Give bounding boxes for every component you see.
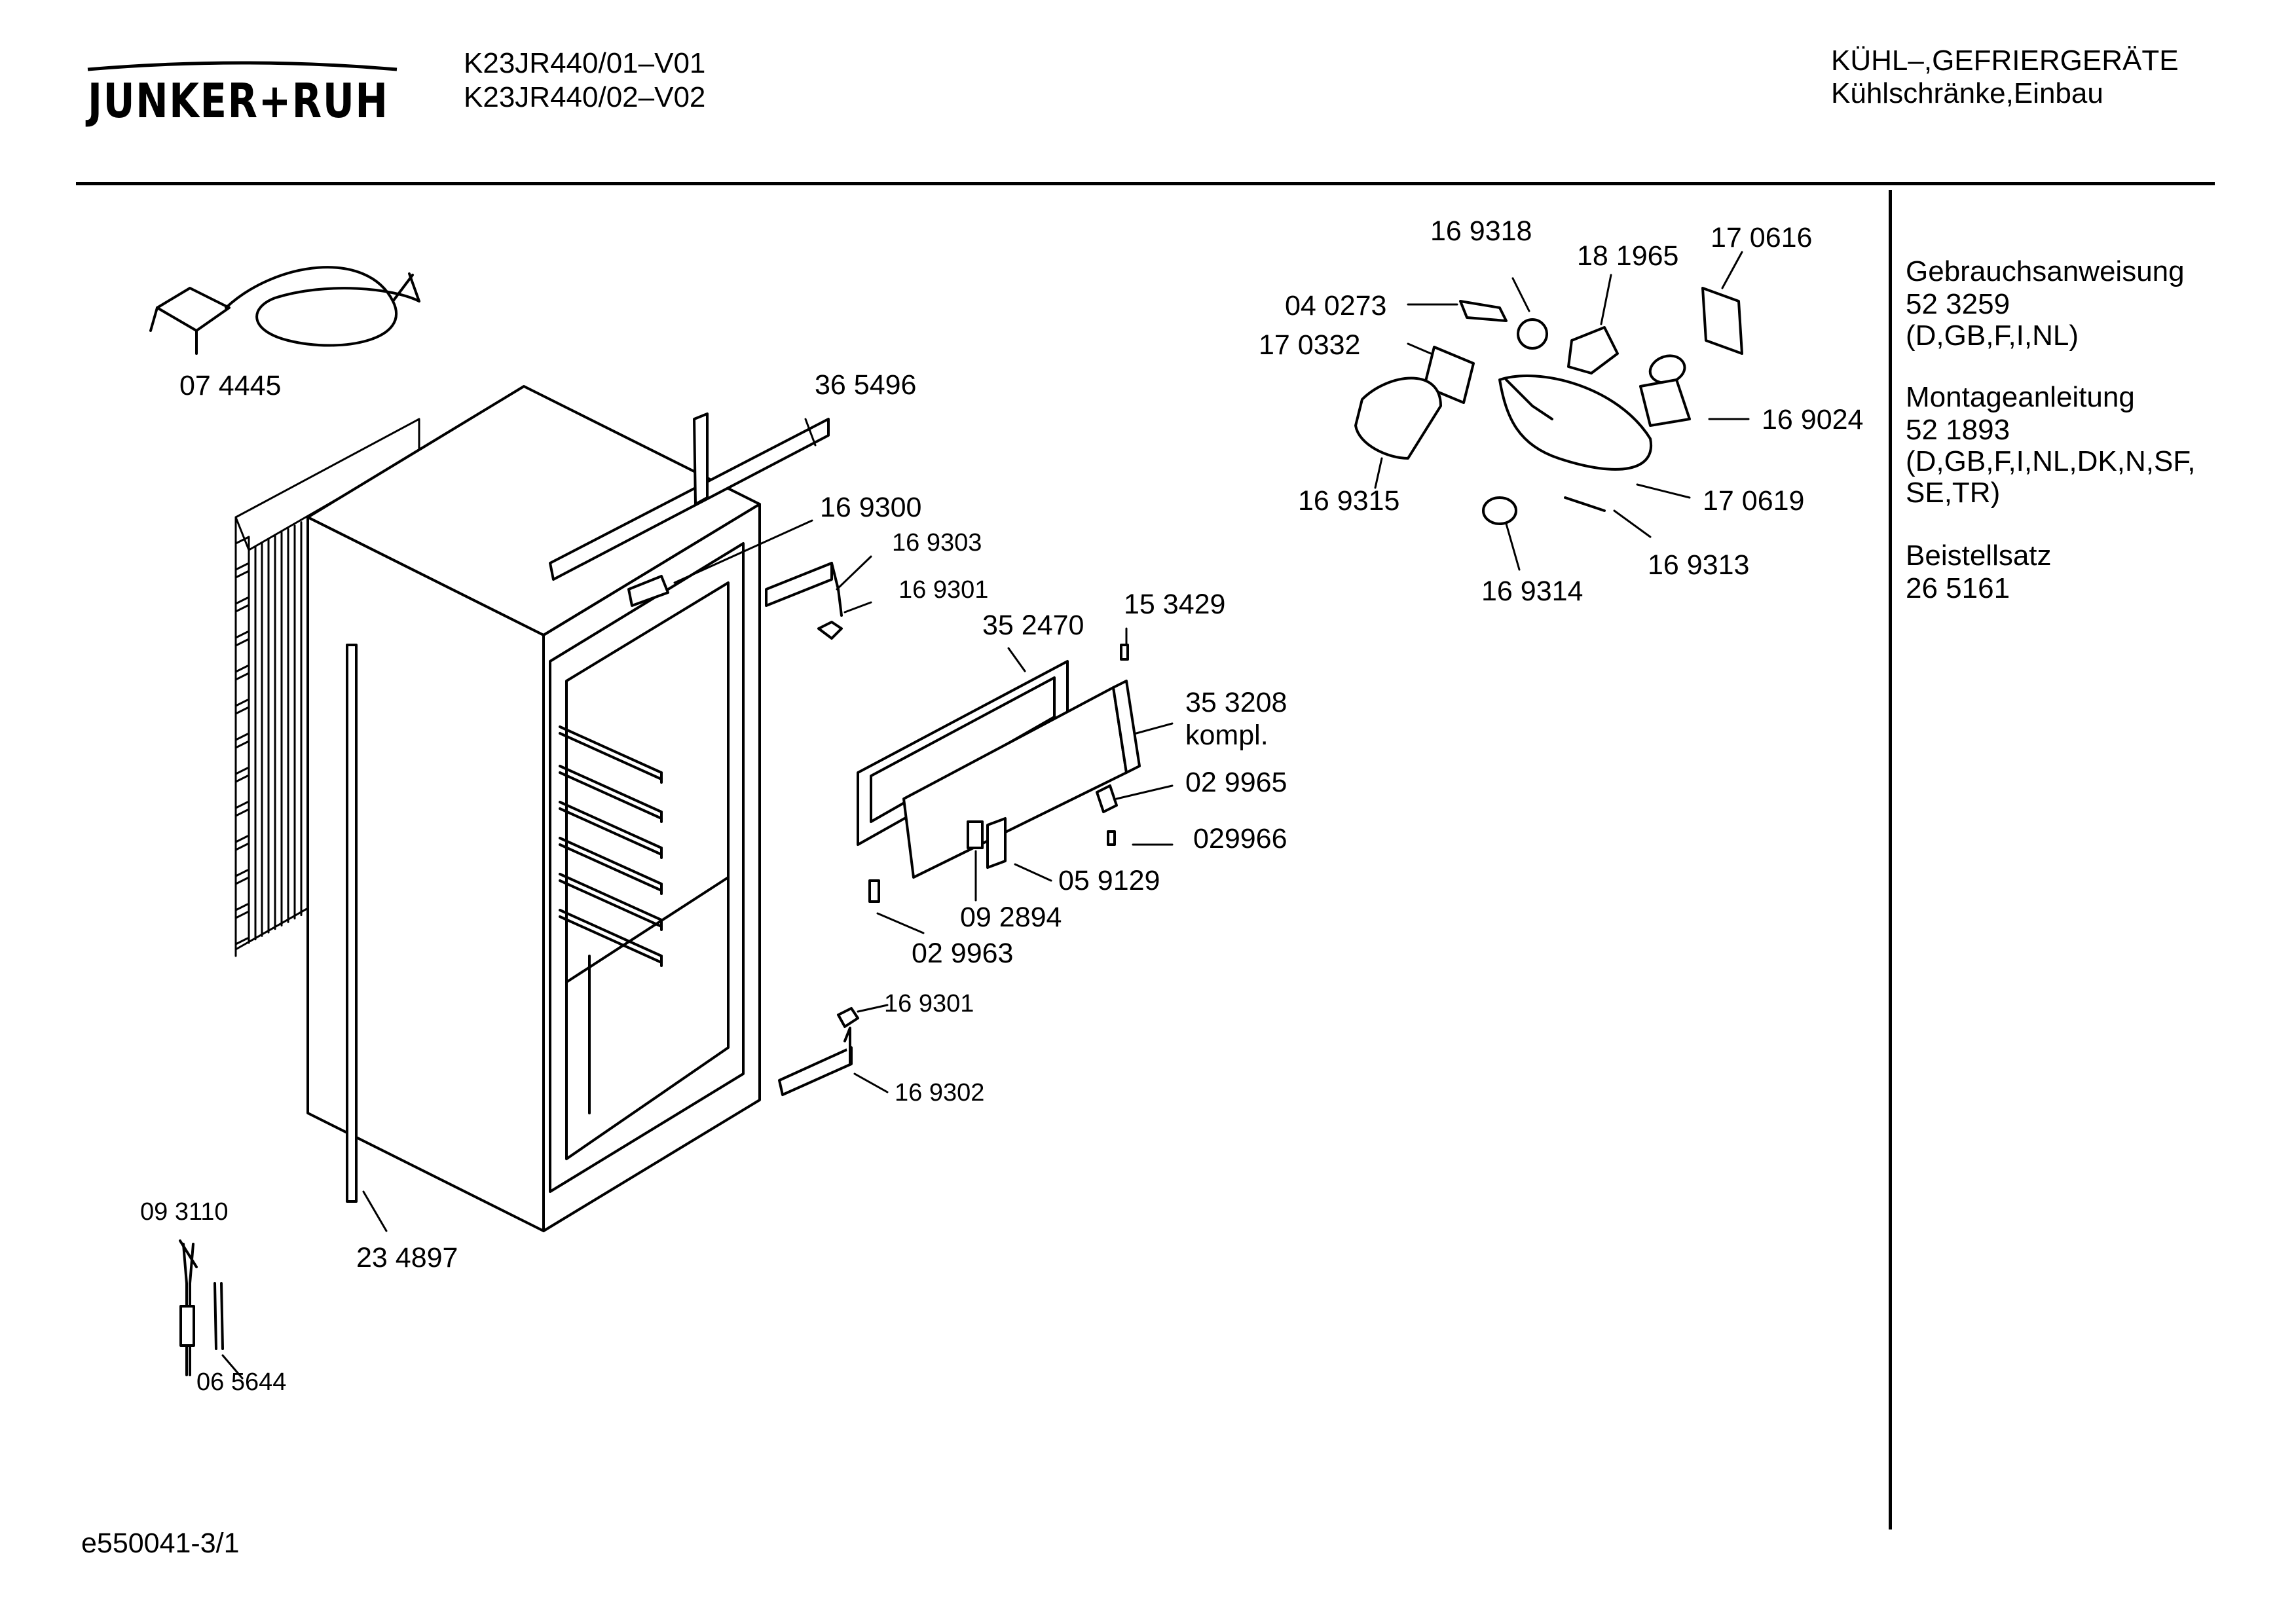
part-label: 06 5644 <box>196 1368 287 1396</box>
shelf <box>559 765 663 823</box>
sidebar-divider <box>1889 190 1892 1530</box>
header-divider <box>76 182 2215 185</box>
part-label: 16 9313 <box>1648 549 1750 581</box>
part-label: 35 3208 <box>1185 687 1287 718</box>
installation-title: Montageanleitung <box>1906 381 2135 413</box>
brand-logo-swoosh <box>87 61 398 71</box>
part-label: 02 9963 <box>912 938 1014 969</box>
heater-wires-drawing <box>179 1239 224 1376</box>
manual-title: Gebrauchsanweisung <box>1906 255 2185 287</box>
part-label: 16 9303 <box>892 529 982 557</box>
part-label: 16 9301 <box>898 576 989 604</box>
installation-languages-2: SE,TR) <box>1906 477 2001 509</box>
part-label: 17 0616 <box>1711 222 1813 253</box>
part-label: 09 2894 <box>960 902 1062 933</box>
shelf <box>559 725 663 784</box>
part-label: 029966 <box>1193 823 1287 854</box>
part-label: 16 9318 <box>1430 215 1532 247</box>
part-label: 09 3110 <box>140 1198 229 1226</box>
top-rail-drawing <box>549 412 830 607</box>
part-label: 15 3429 <box>1124 589 1226 620</box>
part-label: 05 9129 <box>1058 865 1160 896</box>
part-label: 23 4897 <box>356 1242 458 1273</box>
part-label: 16 9024 <box>1762 404 1864 435</box>
accessory-kit-part-number: 26 5161 <box>1906 572 2010 604</box>
lower-hinge-drawing <box>778 1007 859 1096</box>
model-number-2: K23JR440/02–V02 <box>464 81 706 113</box>
accessory-kit-title: Beistellsatz <box>1906 540 2052 572</box>
part-label: 18 1965 <box>1577 240 1679 272</box>
part-label: 02 9965 <box>1185 767 1287 798</box>
part-label: 36 5496 <box>815 369 917 401</box>
parts-drawing <box>149 251 1750 1380</box>
shelf <box>559 873 663 931</box>
shelves-drawing <box>559 725 663 967</box>
part-label: 16 9314 <box>1481 576 1583 607</box>
brand-logo: JUNKER+RUH <box>88 73 389 128</box>
part-label: 17 0619 <box>1703 485 1805 517</box>
part-label: 16 9300 <box>820 492 922 523</box>
installation-part-number: 52 1893 <box>1906 414 2010 446</box>
shelf <box>559 837 663 895</box>
part-label: 07 4445 <box>179 370 282 401</box>
freezer-door-drawing <box>857 644 1141 903</box>
upper-hinge-drawing <box>765 562 843 640</box>
shelf <box>559 801 663 859</box>
part-label: 17 0332 <box>1259 329 1361 361</box>
model-number-1: K23JR440/01–V01 <box>464 47 706 79</box>
lamp-assembly-drawing <box>1354 287 1743 525</box>
appliance-subcategory: Kühlschränke,Einbau <box>1831 77 2103 109</box>
installation-languages-1: (D,GB,F,I,NL,DK,N,SF, <box>1906 445 2196 477</box>
refrigerator-cabinet-drawing <box>306 385 761 1232</box>
part-label: 16 9315 <box>1298 485 1400 517</box>
part-label: kompl. <box>1185 720 1268 751</box>
document-id: e550041-3/1 <box>81 1528 240 1559</box>
manual-part-number: 52 3259 <box>1906 288 2010 320</box>
part-label: 35 2470 <box>982 610 1084 641</box>
shelf <box>559 909 663 967</box>
power-cord-drawing <box>149 266 420 355</box>
part-label: 04 0273 <box>1285 290 1387 321</box>
part-label: 16 9302 <box>895 1079 985 1107</box>
leader-lines <box>221 251 1750 1380</box>
manual-languages: (D,GB,F,I,NL) <box>1906 320 2079 352</box>
part-label: 16 9301 <box>884 990 974 1017</box>
appliance-category: KÜHL–,GEFRIERGERÄTE <box>1831 45 2179 77</box>
